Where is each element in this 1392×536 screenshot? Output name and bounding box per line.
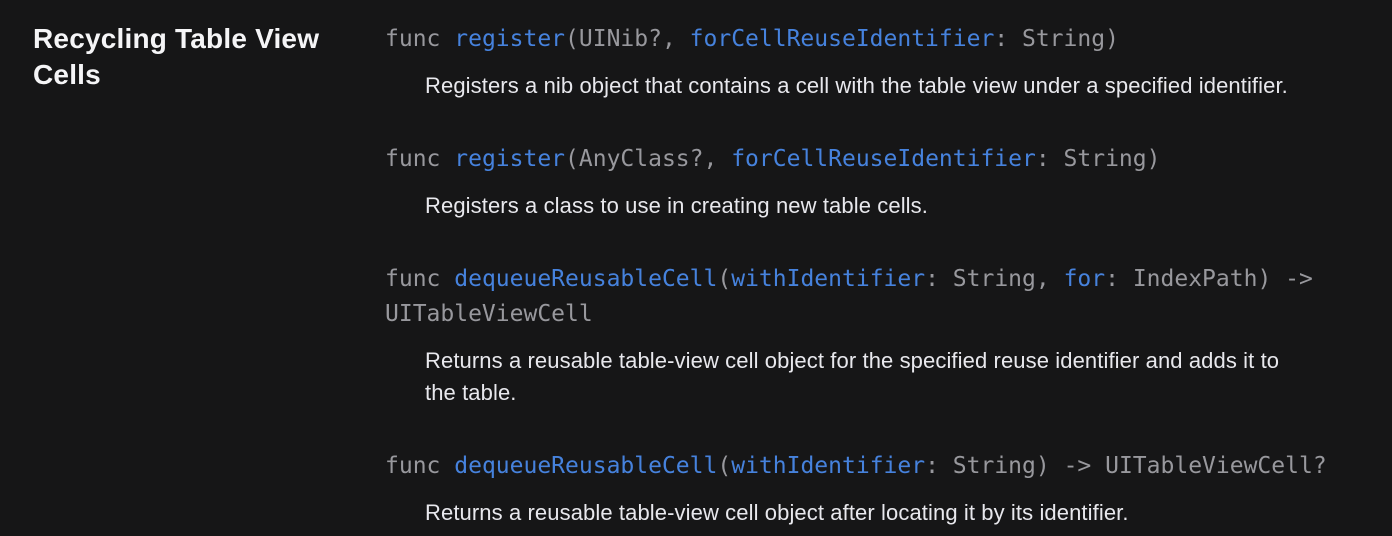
api-entry: func dequeueReusableCell(withIdentifier:… <box>385 262 1383 409</box>
symbol-link[interactable]: forCellReuseIdentifier <box>689 26 995 52</box>
code-text: : IndexPath) -> UITableViewCell <box>385 266 1313 327</box>
api-description: Registers a class to use in creating new… <box>425 193 928 218</box>
code-text: : String, <box>925 266 1064 292</box>
section-title: Recycling Table View Cells <box>33 23 320 90</box>
api-list: func register(UINib?, forCellReuseIdenti… <box>385 0 1385 536</box>
symbol-link[interactable]: withIdentifier <box>731 453 926 479</box>
symbol-link[interactable]: withIdentifier <box>731 266 926 292</box>
api-declaration: func dequeueReusableCell(withIdentifier:… <box>385 449 1383 484</box>
api-declaration: func register(AnyClass?, forCellReuseIde… <box>385 142 1383 177</box>
api-description: Returns a reusable table-view cell objec… <box>425 348 1280 405</box>
api-entry: func register(AnyClass?, forCellReuseIde… <box>385 142 1383 222</box>
code-text: : String) -> UITableViewCell? <box>925 453 1327 479</box>
code-text: func <box>385 266 455 292</box>
code-text: : String) <box>994 26 1119 52</box>
api-entry: func register(UINib?, forCellReuseIdenti… <box>385 22 1383 102</box>
api-entry: func dequeueReusableCell(withIdentifier:… <box>385 449 1383 529</box>
section-title-column: Recycling Table View Cells <box>0 0 385 536</box>
code-text: (UINib?, <box>565 26 690 52</box>
symbol-link[interactable]: register <box>454 146 566 172</box>
api-description: Returns a reusable table-view cell objec… <box>425 500 1129 525</box>
symbol-link[interactable]: for <box>1063 266 1106 292</box>
code-text: func <box>385 26 455 52</box>
code-text: func <box>385 453 455 479</box>
code-text: (AnyClass?, <box>565 146 732 172</box>
code-text: func <box>385 146 455 172</box>
api-declaration: func dequeueReusableCell(withIdentifier:… <box>385 262 1383 332</box>
api-declaration: func register(UINib?, forCellReuseIdenti… <box>385 22 1383 57</box>
code-text: ( <box>717 266 732 292</box>
api-description: Registers a nib object that contains a c… <box>425 73 1288 98</box>
symbol-link[interactable]: dequeueReusableCell <box>454 453 718 479</box>
code-text: ( <box>717 453 732 479</box>
symbol-link[interactable]: forCellReuseIdentifier <box>731 146 1036 172</box>
symbol-link[interactable]: dequeueReusableCell <box>454 266 718 292</box>
symbol-link[interactable]: register <box>454 26 566 52</box>
code-text: : String) <box>1035 146 1161 172</box>
